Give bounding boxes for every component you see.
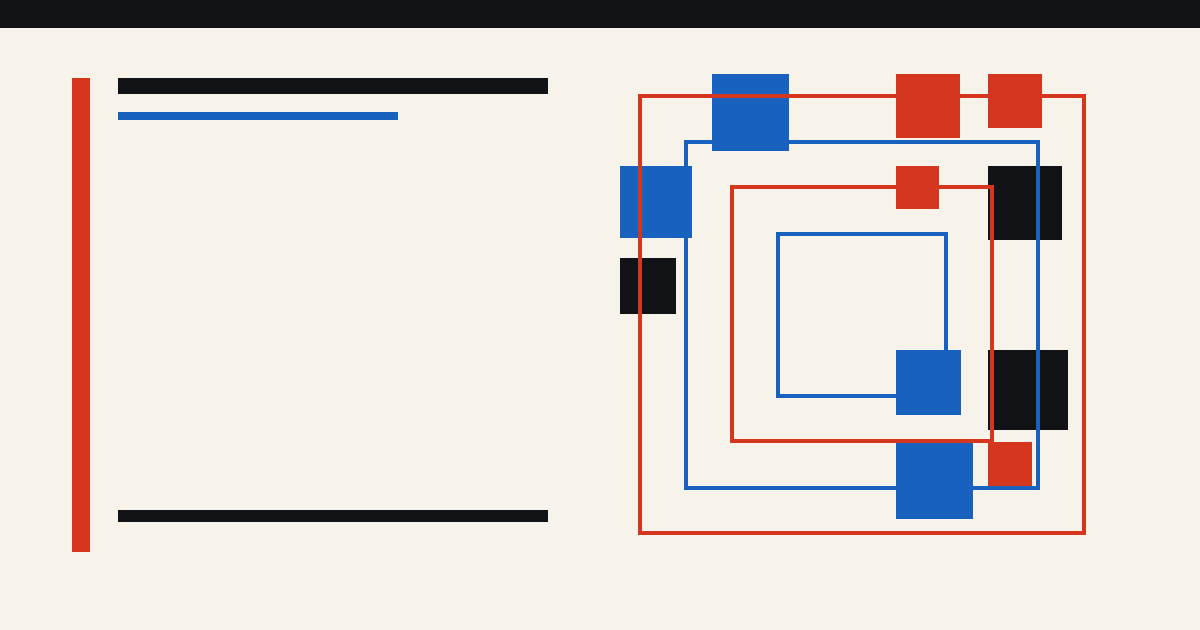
block-blue-top bbox=[712, 74, 789, 151]
block-black-left bbox=[620, 258, 676, 314]
left-accent-bar bbox=[72, 78, 90, 552]
block-red-bottom bbox=[988, 442, 1032, 486]
block-blue-left bbox=[620, 166, 692, 238]
blue-frame-2 bbox=[684, 140, 1040, 490]
block-blue-center bbox=[896, 350, 961, 415]
footer-bar bbox=[118, 510, 548, 522]
top-bar bbox=[0, 0, 1200, 28]
block-black-right-bottom bbox=[988, 350, 1068, 430]
block-black-right-top bbox=[988, 166, 1062, 240]
block-red-top-2 bbox=[988, 74, 1042, 128]
inner-blue-frame bbox=[776, 232, 948, 398]
block-red-top-1 bbox=[896, 74, 960, 138]
outer-red-frame bbox=[638, 94, 1086, 535]
subtitle-bar bbox=[118, 112, 398, 120]
red-frame-3 bbox=[730, 185, 994, 443]
title-bar bbox=[118, 78, 548, 94]
block-blue-bottom bbox=[896, 442, 973, 519]
